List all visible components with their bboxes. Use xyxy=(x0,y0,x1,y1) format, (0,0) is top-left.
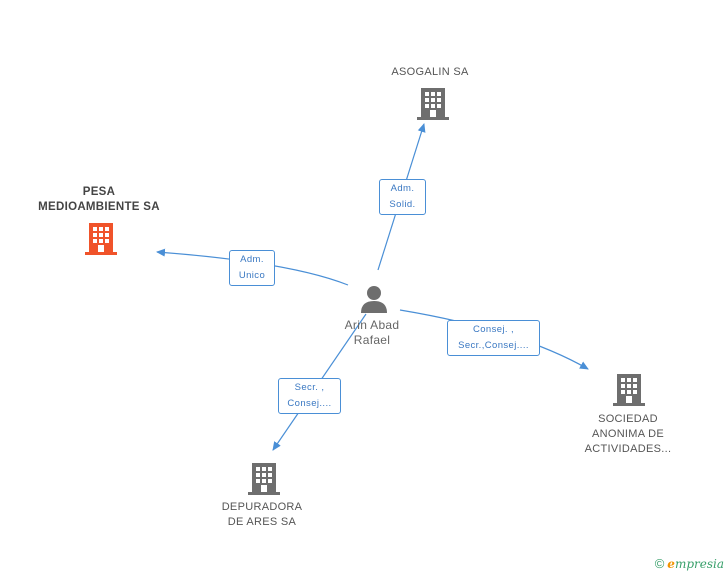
brand-name: mpresia xyxy=(674,557,724,571)
company-asogalin-label[interactable]: ASOGALIN SA xyxy=(370,65,490,80)
company-label-line: SOCIEDAD xyxy=(598,413,658,425)
relation-label-sociedad[interactable]: Consej. , Secr.,Consej.... xyxy=(447,320,540,356)
person-name-line: Rafael xyxy=(353,333,391,347)
company-label-line: DE ARES SA xyxy=(227,516,297,528)
relation-line: Adm. xyxy=(240,254,264,265)
relation-line: Unico xyxy=(238,270,266,281)
relation-line: Secr.,Consej.... xyxy=(458,340,529,351)
building-icon[interactable] xyxy=(85,221,117,255)
relation-line: Consej. , xyxy=(472,324,515,335)
person-name-label[interactable]: Arin Abad Rafael xyxy=(322,318,422,348)
relation-line: Solid. xyxy=(389,199,416,210)
company-label-line: ANONIMA DE xyxy=(591,428,665,440)
building-icon[interactable] xyxy=(248,461,280,495)
company-sociedad-label[interactable]: SOCIEDAD ANONIMA DE ACTIVIDADES... xyxy=(572,412,684,457)
company-label-line: ACTIVIDADES... xyxy=(584,443,672,455)
company-label-line: ASOGALIN SA xyxy=(391,66,469,78)
relation-line: Adm. xyxy=(390,183,415,194)
company-label-line: PESA xyxy=(82,186,116,198)
relation-label-asogalin[interactable]: Adm. Solid. xyxy=(379,179,426,215)
relation-label-pesa[interactable]: Adm. Unico xyxy=(229,250,275,286)
company-pesa-label[interactable]: PESA MEDIOAMBIENTE SA xyxy=(28,185,170,215)
company-label-line: DEPURADORA xyxy=(221,501,303,513)
copyright-symbol: © xyxy=(654,556,665,571)
building-icon[interactable] xyxy=(613,372,645,406)
brand-logo-e: e xyxy=(667,557,675,571)
brand-footer[interactable]: ©empresia xyxy=(655,556,724,571)
relation-line: Secr. , xyxy=(294,382,325,393)
person-name-line: Arin Abad xyxy=(344,318,400,332)
relation-line: Consej.... xyxy=(287,398,332,409)
relation-label-depuradora[interactable]: Secr. , Consej.... xyxy=(278,378,341,414)
building-icon[interactable] xyxy=(417,86,449,120)
person-icon[interactable] xyxy=(359,284,389,314)
company-depuradora-label[interactable]: DEPURADORA DE ARES SA xyxy=(206,500,318,530)
company-label-line: MEDIOAMBIENTE SA xyxy=(38,201,160,213)
